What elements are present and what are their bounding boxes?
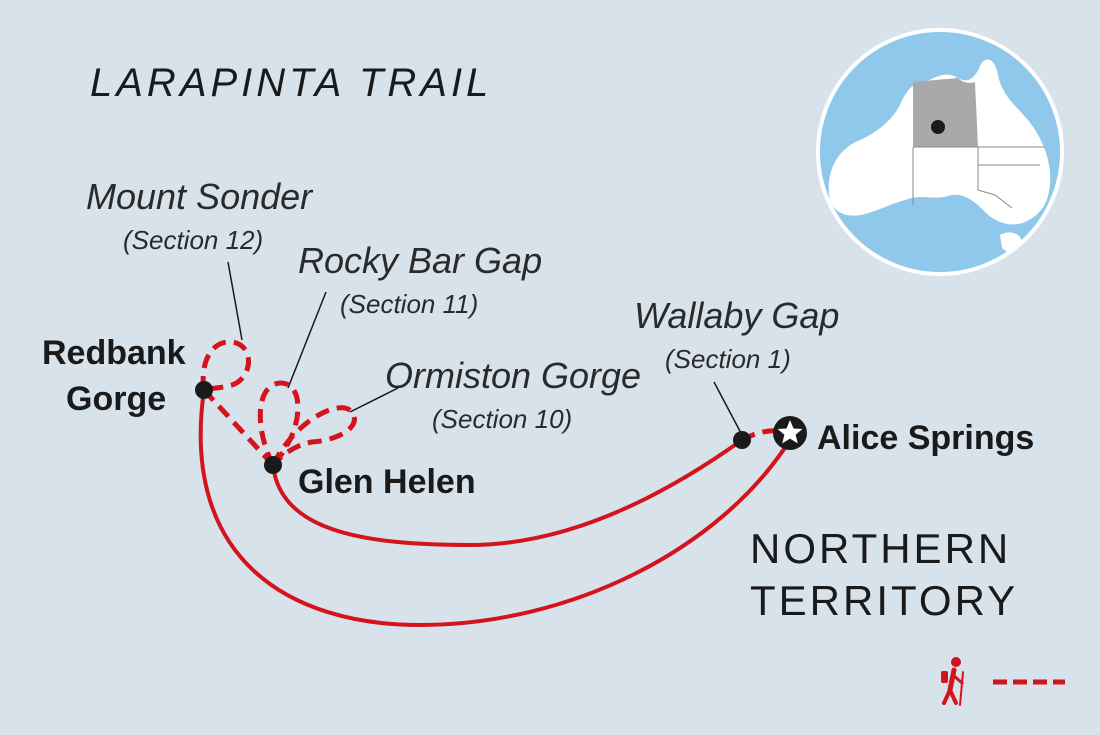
leader-line-wallaby-gap bbox=[713, 381, 743, 436]
label-alice-springs: Alice Springs bbox=[817, 419, 1034, 457]
label-rocky-bar-gap: Rocky Bar Gap bbox=[298, 240, 542, 281]
dashed-trail-redbank-glen bbox=[202, 388, 275, 467]
region-label-line1: NORTHERN bbox=[750, 525, 1011, 572]
leader-line-rocky-bar-gap bbox=[287, 291, 327, 389]
wallaby-gap-marker bbox=[733, 431, 751, 449]
inset-globe bbox=[816, 28, 1064, 276]
hiker-icon bbox=[941, 657, 964, 706]
label-mount-sonder: Mount Sonder bbox=[86, 176, 314, 217]
northern-territory-region bbox=[913, 78, 978, 147]
dashed-loop-rocky-bar-gap bbox=[257, 380, 301, 467]
leader-line-ormiston-gorge bbox=[349, 387, 399, 413]
map-title: LARAPINTA TRAIL bbox=[90, 61, 492, 105]
dashed-loop-mount-sonder bbox=[200, 339, 251, 393]
label-ormiston-gorge-section: (Section 10) bbox=[432, 404, 572, 434]
star-icon bbox=[773, 416, 807, 450]
territory-marker-dot bbox=[931, 120, 945, 134]
label-redbank-line1: Redbank bbox=[42, 334, 186, 372]
dashed-loop-ormiston-gorge bbox=[270, 405, 357, 467]
label-redbank-line2: Gorge bbox=[66, 380, 166, 418]
label-mount-sonder-section: (Section 12) bbox=[123, 225, 263, 255]
border-vic bbox=[977, 189, 1013, 209]
solid-trail-redbank-alice bbox=[198, 389, 792, 628]
tasmania-landmass bbox=[1000, 232, 1022, 252]
redbank-gorge-marker bbox=[195, 381, 213, 399]
label-wallaby-gap: Wallaby Gap bbox=[634, 295, 839, 336]
region-label-line2: TERRITORY bbox=[750, 577, 1018, 624]
label-rocky-bar-gap-section: (Section 11) bbox=[340, 289, 478, 319]
label-wallaby-gap-section: (Section 1) bbox=[665, 344, 791, 374]
glen-helen-marker bbox=[264, 456, 282, 474]
solid-trail-glen-wallaby bbox=[271, 438, 744, 548]
leader-line-mount-sonder bbox=[227, 261, 243, 341]
label-glen-helen: Glen Helen bbox=[298, 463, 476, 501]
label-ormiston-gorge: Ormiston Gorge bbox=[385, 355, 641, 396]
